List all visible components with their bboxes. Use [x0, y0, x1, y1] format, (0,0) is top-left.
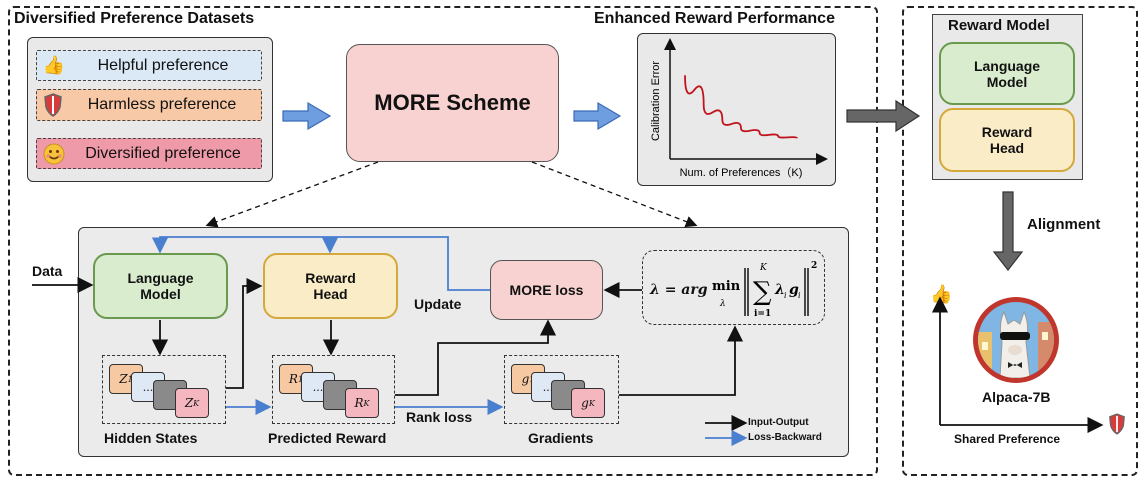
datasets-title: Diversified Preference Datasets [14, 10, 255, 27]
helpful-preference-label: Helpful preference [97, 56, 229, 74]
harmless-preference-label: Harmless preference [87, 96, 237, 113]
alignment-arrow [992, 191, 1024, 271]
predicted-reward-label: Predicted Reward [268, 430, 387, 446]
block-arrow-2 [573, 101, 622, 131]
svg-text:2: 2 [811, 261, 817, 271]
svg-text:i=1: i=1 [754, 309, 771, 319]
svg-text:i: i [784, 291, 787, 300]
hidden-states-label: Hidden States [104, 430, 198, 446]
y-axis-label: Calibration Error [650, 61, 662, 141]
block-arrow-3 [846, 99, 921, 133]
shield-icon [44, 93, 62, 117]
thumbs-up-icon: 👍 [42, 55, 66, 75]
gradients-group: g1 ... gK [504, 355, 619, 424]
alpaca-image [978, 302, 1054, 378]
reward-model-language-model: Language Model [939, 42, 1075, 105]
rank-loss-label: Rank loss [406, 409, 473, 425]
right-frame [902, 6, 1138, 476]
reward-model-reward-head: Reward Head [939, 108, 1075, 172]
svg-text:λ: λ [719, 299, 726, 309]
shield-icon [1109, 413, 1125, 435]
legend-io-label: Input-Output [748, 417, 809, 428]
svg-text:λ = arg: λ = arg [649, 282, 708, 298]
alignment-label: Alignment [1027, 216, 1101, 233]
helpful-preference-item: 👍 Helpful preference [36, 50, 262, 81]
x-axis-label: Num. of Preferences（K) [680, 166, 803, 179]
left-frame [8, 6, 878, 476]
reward-model-title: Reward Model [948, 17, 1050, 34]
performance-title: Enhanced Reward Performance [594, 10, 835, 27]
svg-text:i: i [798, 291, 801, 300]
predicted-reward-group: R1 ... RK [272, 355, 395, 424]
diversified-preference-label: Diversified preference [85, 144, 241, 162]
svg-text:∑: ∑ [753, 277, 772, 307]
shared-preference-label: Shared Preference [954, 432, 1061, 446]
flow-reward-head: Reward Head [263, 253, 398, 319]
performance-chart: Calibration Error Num. of Preferences（K) [650, 38, 828, 179]
gradients-label: Gradients [528, 430, 594, 446]
formula-box [642, 250, 825, 325]
update-label: Update [414, 296, 462, 312]
formula: λ = arg min λ K ∑ i=1 λ i g i 2 [649, 261, 817, 319]
block-arrow-1 [282, 101, 332, 131]
hidden-states-group: Z1 ... ZK [102, 355, 226, 424]
calibration-error-curve [684, 75, 798, 139]
harmless-preference-item: Harmless preference [36, 89, 262, 121]
svg-text:λ: λ [774, 282, 785, 298]
alpaca-avatar [973, 297, 1059, 383]
svg-text:min: min [712, 279, 741, 294]
svg-text:K: K [759, 263, 768, 273]
more-scheme-box: MORE Scheme [346, 44, 559, 162]
smile-face-icon [43, 143, 65, 164]
diversified-preference-item: Diversified preference [36, 138, 262, 169]
data-label: Data [32, 263, 63, 279]
svg-text:g: g [789, 282, 799, 298]
flow-language-model: Language Model [93, 253, 228, 319]
legend-lb-label: Loss-Backward [748, 432, 822, 443]
alpaca-name: Alpaca-7B [982, 389, 1051, 405]
